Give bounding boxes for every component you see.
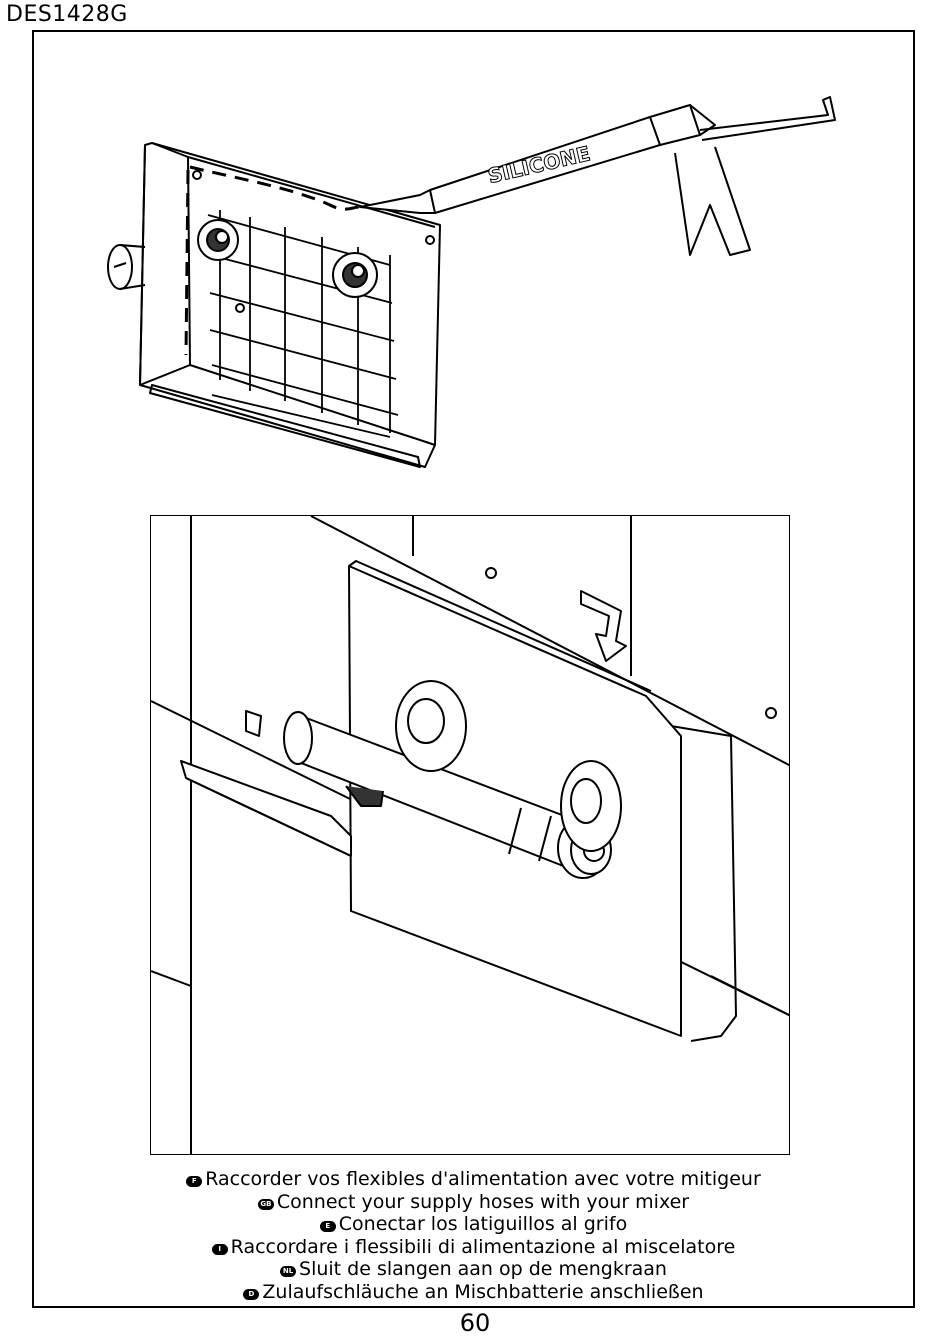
silicone-application-illustration: SILICONE: [107, 96, 836, 468]
instruction-text: Sluit de slangen aan op de mengkraan: [299, 1258, 667, 1280]
mixer-drawing: [151, 516, 789, 1154]
instruction-text: Conectar los latiguillos al grifo: [338, 1213, 628, 1235]
page-frame: [32, 30, 915, 1308]
language-badge-it: I: [211, 1243, 228, 1255]
page-number: 60: [459, 1309, 491, 1337]
instruction-text: Raccordare i flessibili di alimentazione…: [230, 1235, 736, 1258]
language-badge-gb: GB: [257, 1198, 274, 1210]
instruction-text: Connect your supply hoses with your mixe…: [276, 1190, 690, 1213]
language-badge-de: D: [243, 1288, 260, 1300]
language-badge-fr: F: [186, 1176, 203, 1187]
product-code: DES1428G: [6, 2, 128, 27]
instruction-text: Raccorder vos flexibles d'alimentation a…: [205, 1168, 761, 1190]
mixer-connection-illustration: [150, 515, 790, 1155]
language-badge-es: E: [319, 1221, 336, 1232]
language-badge-nl: NL: [280, 1266, 297, 1277]
instruction-text: Zulaufschläuche an Mischbatterie anschli…: [262, 1280, 704, 1303]
